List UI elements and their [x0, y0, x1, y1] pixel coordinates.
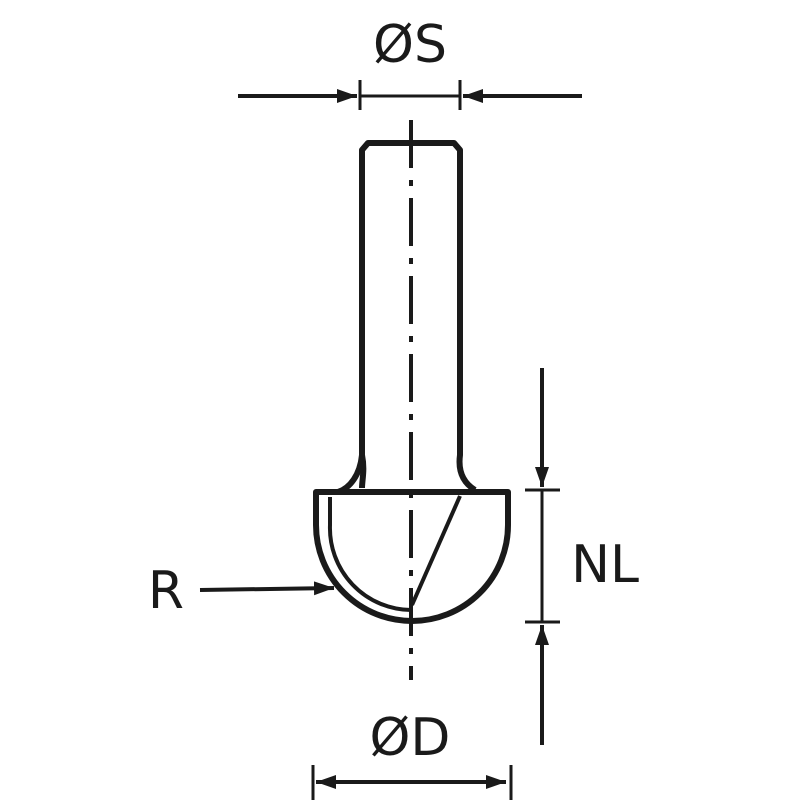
shank-neck-left — [336, 454, 365, 495]
cutter-inner-edge — [327, 497, 412, 612]
shank-diameter-label: ØS — [373, 15, 447, 75]
cutter-head-outline — [313, 489, 511, 624]
cutting-diameter-label: ØD — [370, 708, 451, 768]
cutting-length-label: NL — [571, 535, 639, 595]
cutter-diagonal — [410, 495, 462, 606]
shank-outline — [359, 140, 477, 493]
radius-arrow — [199, 581, 335, 596]
radius-label: R — [148, 561, 184, 621]
